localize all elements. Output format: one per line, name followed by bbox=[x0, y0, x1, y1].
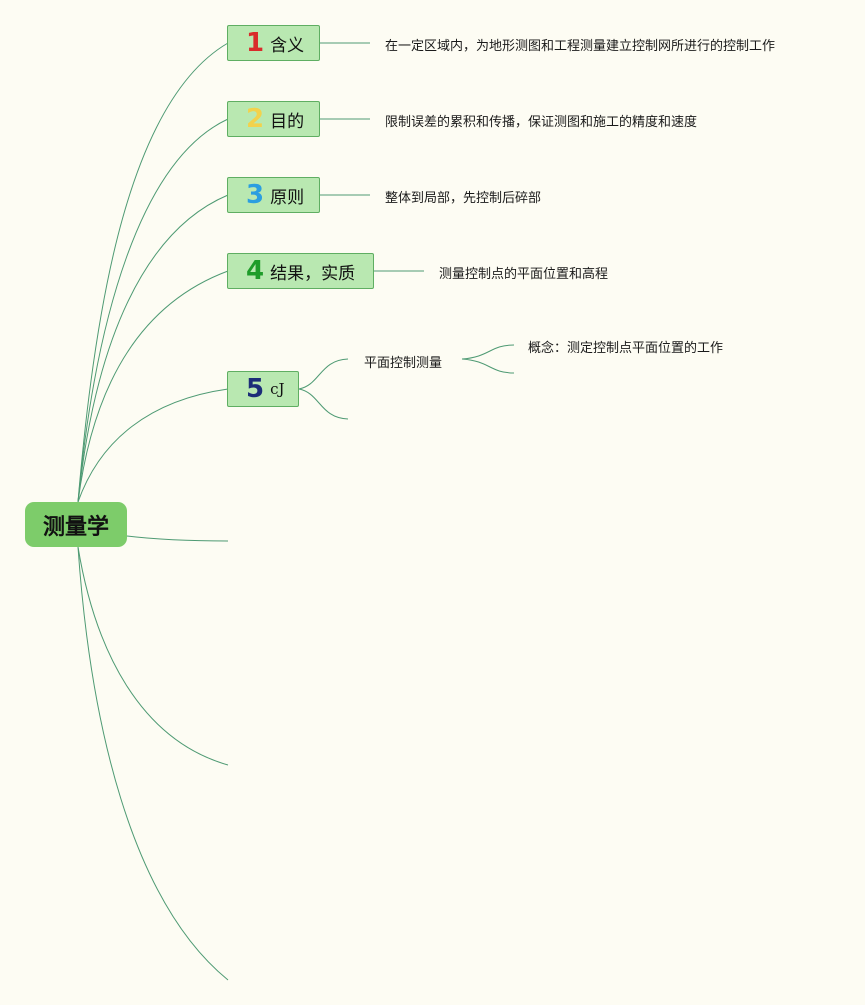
topic-2-label: 目的 bbox=[270, 111, 305, 132]
number-2-icon: 2 bbox=[246, 104, 265, 134]
topic-2-detail[interactable]: 限制误差的累积和传播，保证测图和施工的精度和速度 bbox=[385, 115, 698, 130]
topic-2[interactable]: 2 目的 bbox=[227, 101, 320, 137]
connector-topic5-sub2 bbox=[298, 388, 349, 420]
connector-root-topic4 bbox=[77, 270, 229, 503]
root-node[interactable]: 测量学 bbox=[25, 502, 127, 547]
subtopic-plane-control[interactable]: 平面控制测量 bbox=[364, 356, 443, 371]
topic-5[interactable]: 5 cJ bbox=[227, 371, 299, 407]
connector-root-topic3 bbox=[77, 194, 229, 503]
topic-3-label: 原则 bbox=[270, 187, 305, 208]
topic-1-label: 含义 bbox=[270, 35, 305, 56]
number-1-icon: 1 bbox=[246, 28, 265, 58]
topic-4-label: 结果，实质 bbox=[270, 263, 356, 284]
connector-root-topic1 bbox=[77, 42, 229, 503]
topic-1-detail[interactable]: 在一定区域内，为地形测图和工程测量建立控制网所进行的控制工作 bbox=[385, 39, 776, 54]
topic-5-label: cJ bbox=[270, 380, 285, 398]
connector-topic5-sub1 bbox=[298, 358, 349, 390]
topic-3-detail[interactable]: 整体到局部，先控制后碎部 bbox=[385, 191, 542, 206]
connector-root-topic2 bbox=[77, 118, 229, 503]
connector-sub-child2 bbox=[461, 358, 515, 374]
subtopic-concept[interactable]: 概念：测定控制点平面位置的工作 bbox=[528, 341, 724, 356]
connector-sub-child1 bbox=[461, 344, 515, 360]
topic-3[interactable]: 3 原则 bbox=[227, 177, 320, 213]
connector-root-empty1 bbox=[126, 535, 229, 542]
topic-4-detail[interactable]: 测量控制点的平面位置和高程 bbox=[439, 267, 609, 282]
number-4-icon: 4 bbox=[246, 256, 265, 286]
topic-4[interactable]: 4 结果，实质 bbox=[227, 253, 374, 289]
connector-root-empty2 bbox=[77, 546, 229, 766]
number-5-icon: 5 bbox=[246, 374, 265, 404]
topic-1[interactable]: 1 含义 bbox=[227, 25, 320, 61]
number-3-icon: 3 bbox=[246, 180, 265, 210]
connector-root-empty3 bbox=[77, 546, 229, 981]
connector-root-topic5 bbox=[77, 388, 229, 503]
